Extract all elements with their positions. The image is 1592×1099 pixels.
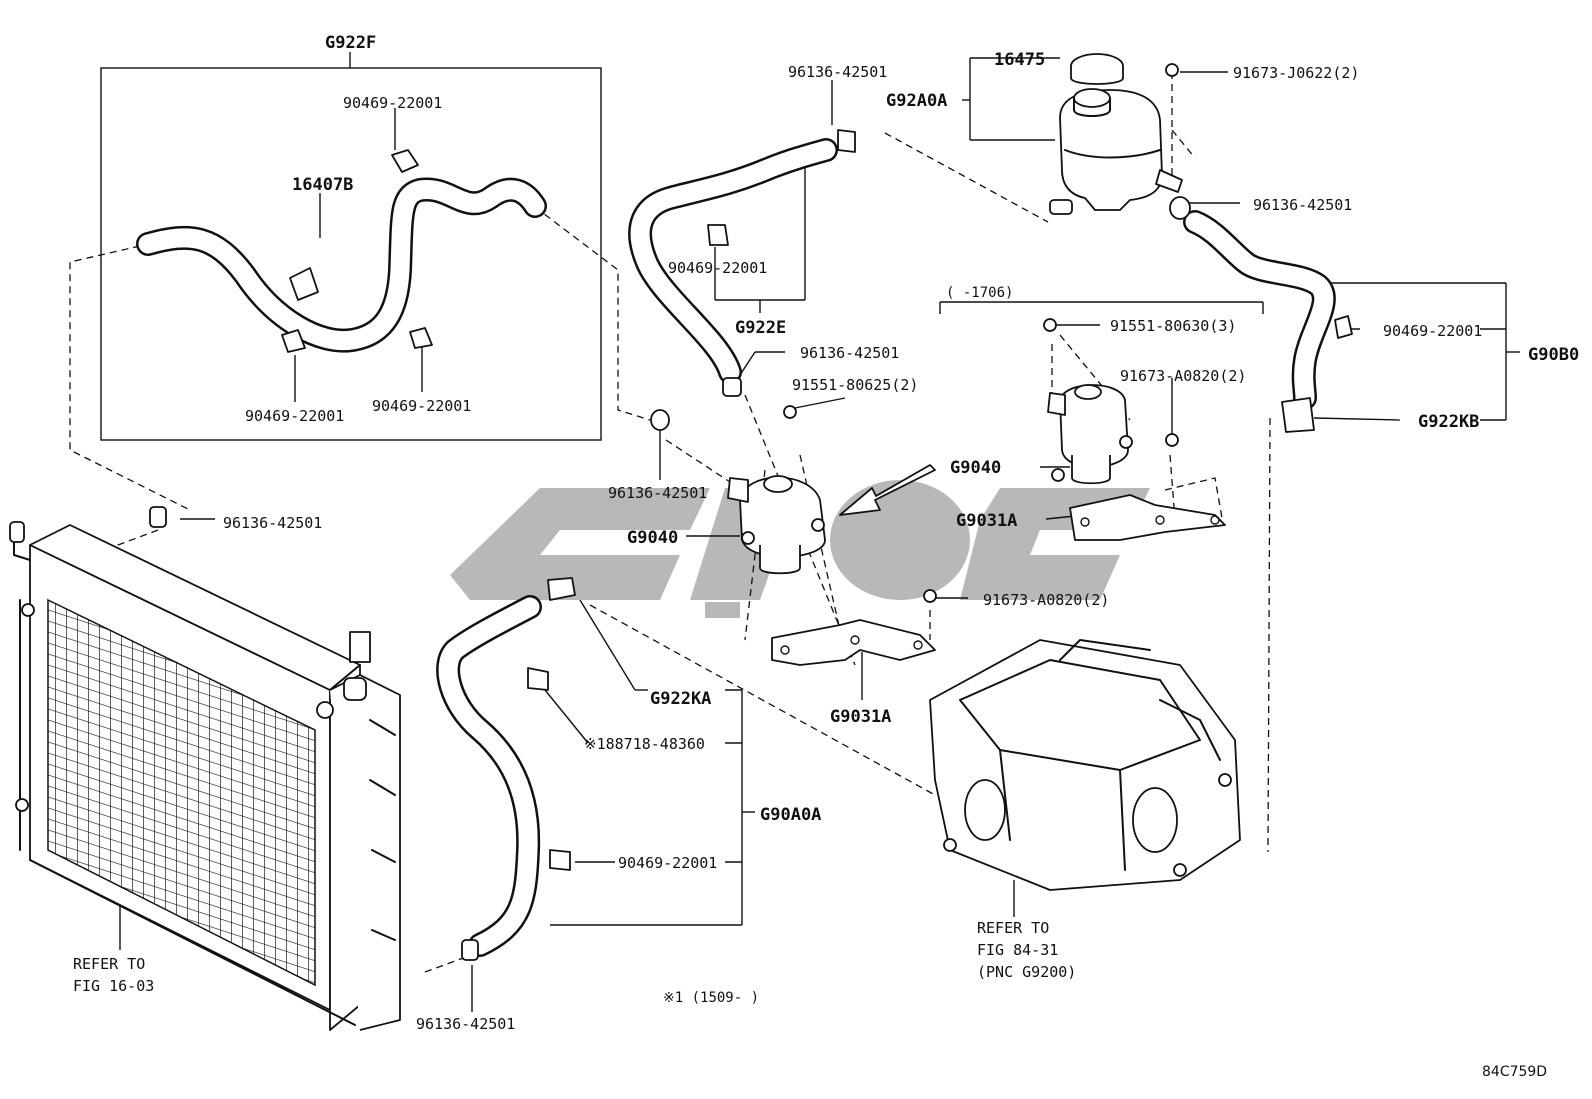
label-90469-22001-c: 90469-22001 <box>372 397 471 415</box>
label-96136-42501-left: 96136-42501 <box>608 484 707 502</box>
label-16407b: 16407B <box>292 175 353 195</box>
hose-clamp <box>149 129 1353 961</box>
label-refer-radiator-2: FIG 16-03 <box>73 977 154 995</box>
label-g922kb: G922KB <box>1418 412 1479 432</box>
label-188718-48360: ※188718-48360 <box>584 735 705 753</box>
label-g90b0: G90B0 <box>1528 345 1579 365</box>
label-refer-inverter-2: FIG 84-31 <box>977 941 1058 959</box>
label-refer-radiator-1: REFER TO <box>73 955 145 973</box>
pump-bracket <box>771 619 936 666</box>
label-96136-42501-radiator: 96136-42501 <box>223 514 322 532</box>
radiator <box>9 521 401 1031</box>
label-96136-42501-top: 96136-42501 <box>788 63 887 81</box>
label-90469-22001-d: 90469-22001 <box>668 259 767 277</box>
label-91551-80625: 91551-80625(2) <box>792 376 918 394</box>
label-91673-j0622: 91673-J0622(2) <box>1233 64 1359 82</box>
label-90469-22001-b: 90469-22001 <box>245 407 344 425</box>
label-g90a0a: G90A0A <box>760 805 821 825</box>
label-g9040-right: G9040 <box>950 458 1001 478</box>
water-pump <box>1047 384 1133 485</box>
label-refer-inverter-1: REFER TO <box>977 919 1049 937</box>
pump-bracket <box>1069 494 1226 541</box>
reservoir-cap <box>1070 53 1124 85</box>
label-90469-22001-a: 90469-22001 <box>343 94 442 112</box>
label-g9031a-right: G9031A <box>956 511 1017 531</box>
flow-arrow <box>839 464 936 516</box>
label-g922e: G922E <box>735 318 786 338</box>
label-g9040-left: G9040 <box>627 528 678 548</box>
water-pump <box>727 475 826 575</box>
bolt <box>783 63 1179 603</box>
label-g922f: G922F <box>325 33 376 53</box>
label-91673-a0820-b: 91673-A0820(2) <box>983 591 1109 609</box>
label-96136-42501-right: 96136-42501 <box>1253 196 1352 214</box>
hose <box>136 138 1336 957</box>
label-90469-22001-f: 90469-22001 <box>618 854 717 872</box>
label-refer-inverter-3: (PNC G9200) <box>977 963 1076 981</box>
label-date-range-bracket: ( -1706) <box>946 285 1013 301</box>
leader-lines <box>100 52 1520 1012</box>
part-labels: G922F 90469-22001 16407B 90469-22001 904… <box>73 33 1579 1080</box>
g922f-group-box <box>100 67 602 441</box>
label-g92a0a: G92A0A <box>886 91 947 111</box>
label-g922ka: G922KA <box>650 689 711 709</box>
diagram-id: 84C759D <box>1482 1064 1547 1080</box>
label-91551-80630: 91551-80630(3) <box>1110 317 1236 335</box>
inverter-assembly <box>929 639 1241 891</box>
label-96136-42501-mid: 96136-42501 <box>800 344 899 362</box>
reservoir-tank <box>1049 88 1183 215</box>
label-16475: 16475 <box>994 50 1045 70</box>
footnote: ※1 (1509- ) <box>663 990 759 1006</box>
label-96136-42501-bottom: 96136-42501 <box>416 1015 515 1033</box>
label-90469-22001-e: 90469-22001 <box>1383 322 1482 340</box>
label-91673-a0820-a: 91673-A0820(2) <box>1120 367 1246 385</box>
label-g9031a-left: G9031A <box>830 707 891 727</box>
